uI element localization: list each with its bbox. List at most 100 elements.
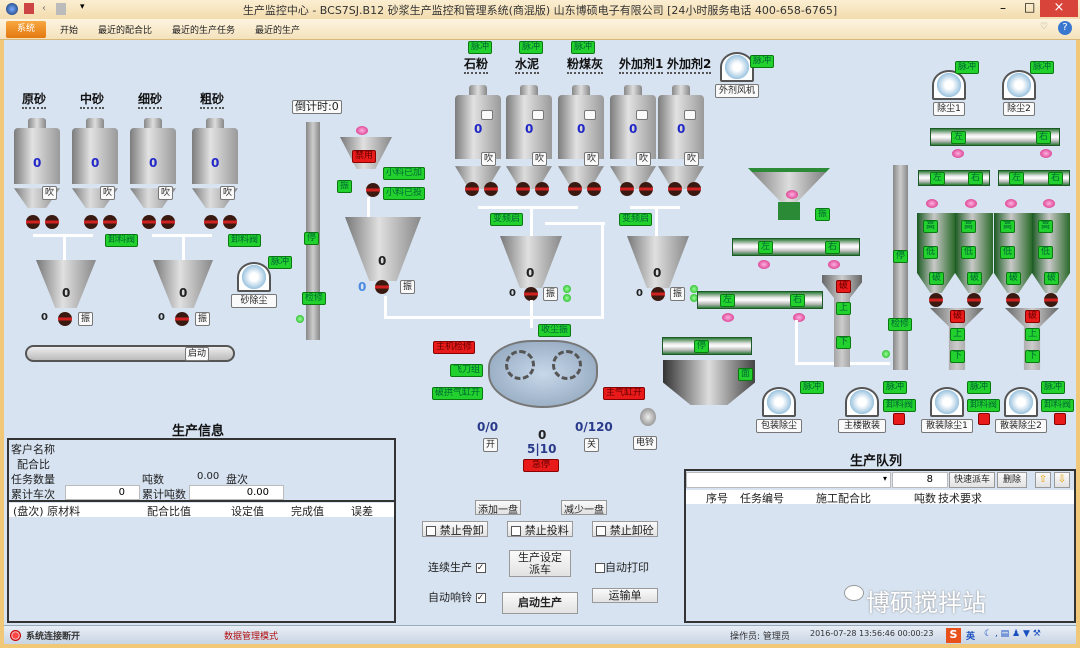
minimize-button[interactable]: – bbox=[1000, 1, 1006, 15]
valve-icon[interactable] bbox=[668, 182, 682, 196]
fly-knife-button[interactable]: 飞刀组 bbox=[450, 364, 484, 377]
col-error[interactable]: 误差 bbox=[351, 505, 373, 518]
ime-moon-icon[interactable]: ☾ ‚ ▤ ♟ ▼ ⚒ bbox=[984, 629, 1041, 639]
vibrate-button[interactable]: 振 bbox=[195, 312, 211, 326]
up-button[interactable]: 上 bbox=[950, 328, 966, 341]
valve-icon[interactable] bbox=[484, 182, 498, 196]
production-settings-button[interactable]: 生产设定派车 bbox=[509, 550, 571, 577]
pulse-button[interactable]: 脉冲 bbox=[571, 41, 596, 54]
pulse-button[interactable]: 脉冲 bbox=[519, 41, 544, 54]
valve-icon[interactable] bbox=[84, 215, 98, 229]
unload-valve-2[interactable]: 卸料阀 bbox=[228, 234, 262, 247]
valve-icon[interactable] bbox=[45, 215, 59, 229]
dust1-fan-icon[interactable] bbox=[932, 70, 966, 100]
ribbon-collapse-icon[interactable]: ♡ bbox=[1040, 22, 1049, 32]
blow-button[interactable]: 吹 bbox=[481, 152, 497, 166]
unload-valve[interactable]: 卸料阀 bbox=[883, 399, 917, 412]
move-up-icon[interactable]: ⇧ bbox=[1035, 472, 1051, 488]
valve-icon[interactable] bbox=[175, 312, 189, 326]
blow-button[interactable]: 吹 bbox=[100, 186, 116, 200]
queue-filter-select[interactable]: ▾ bbox=[686, 472, 891, 488]
break-button[interactable]: 破 bbox=[929, 272, 945, 285]
main-bulk-fan-icon[interactable] bbox=[845, 387, 879, 417]
right-button[interactable]: 右 bbox=[1048, 172, 1064, 185]
add-batch-button[interactable]: 添加一盘 bbox=[475, 500, 521, 516]
bulk-dust2-label[interactable]: 散装除尘2 bbox=[995, 419, 1047, 433]
pulse-button[interactable]: 脉冲 bbox=[1030, 61, 1055, 74]
belt-start-button[interactable]: 启动 bbox=[185, 347, 210, 361]
col-material[interactable]: (盘次) 原材料 bbox=[13, 505, 81, 518]
forbid-unload-checkbox[interactable]: 禁止卸砼 bbox=[592, 521, 658, 537]
forbid-feed-checkbox[interactable]: 禁止投料 bbox=[507, 521, 573, 537]
dust-vibrate-button[interactable]: 收尘振 bbox=[538, 324, 572, 337]
valve-icon[interactable] bbox=[366, 183, 380, 197]
pulse-button[interactable]: 脉冲 bbox=[883, 381, 908, 394]
right-button[interactable]: 右 bbox=[825, 241, 841, 254]
sand-dust-fan-icon[interactable] bbox=[237, 262, 271, 292]
elevator-stop[interactable]: 停 bbox=[893, 250, 909, 263]
bulk-dust1-fan-icon[interactable] bbox=[930, 387, 964, 417]
col-mix-value[interactable]: 配合比值 bbox=[147, 505, 191, 518]
undo-icon[interactable]: ‹ bbox=[42, 3, 46, 14]
pulse-button[interactable]: 脉冲 bbox=[268, 256, 293, 269]
continuous-production-checkbox[interactable]: 连续生产 ✓ bbox=[428, 559, 486, 575]
vibrate-button[interactable]: 振 bbox=[670, 287, 686, 301]
pack-dust-fan-icon[interactable] bbox=[762, 387, 796, 417]
pack-dust-label[interactable]: 包装除尘 bbox=[756, 419, 802, 433]
up-button[interactable]: 上 bbox=[836, 302, 852, 315]
elevator-stop[interactable]: 停 bbox=[304, 232, 320, 245]
freq-start-1[interactable]: 变频启 bbox=[490, 213, 524, 226]
right-button[interactable]: 右 bbox=[790, 294, 806, 307]
quick-access-icon[interactable] bbox=[24, 3, 34, 14]
valve-icon[interactable] bbox=[651, 287, 665, 301]
auto-bell-checkbox[interactable]: 自动响铃 ✓ bbox=[428, 589, 486, 605]
valve-icon[interactable] bbox=[26, 215, 40, 229]
left-button[interactable]: 左 bbox=[758, 241, 774, 254]
down-button[interactable]: 下 bbox=[950, 350, 966, 363]
valve-icon[interactable] bbox=[639, 182, 653, 196]
valve-icon[interactable] bbox=[142, 215, 156, 229]
left-button[interactable]: 左 bbox=[1009, 172, 1025, 185]
cum-tons-input[interactable]: 0.00 bbox=[189, 485, 284, 500]
vibrate-button[interactable]: 振 bbox=[400, 280, 416, 294]
open-button[interactable]: 开 bbox=[483, 438, 499, 452]
col-done-value[interactable]: 完成值 bbox=[291, 505, 324, 518]
tab-start[interactable]: 开始 bbox=[60, 26, 79, 36]
pulse-button[interactable]: 脉冲 bbox=[955, 61, 980, 74]
left-button[interactable]: 左 bbox=[951, 131, 967, 144]
up-button[interactable]: 上 bbox=[1025, 328, 1041, 341]
blow-button[interactable]: 吹 bbox=[220, 186, 236, 200]
valve-icon[interactable] bbox=[587, 182, 601, 196]
dust2-label[interactable]: 除尘2 bbox=[1003, 102, 1035, 116]
bell-button[interactable]: 电铃 bbox=[633, 436, 658, 450]
valve-icon[interactable] bbox=[967, 293, 981, 307]
pulse-button[interactable]: 脉冲 bbox=[750, 55, 775, 68]
additive-fan-fan-icon[interactable] bbox=[720, 52, 754, 82]
valve-icon[interactable] bbox=[161, 215, 175, 229]
system-menu-button[interactable]: 系统 bbox=[6, 21, 46, 38]
tab-recent-mix[interactable]: 最近的配合比 bbox=[98, 26, 153, 36]
right-button[interactable]: 右 bbox=[1036, 131, 1052, 144]
sand-dust-label[interactable]: 砂除尘 bbox=[231, 294, 277, 308]
customize-dropdown-icon[interactable]: ▾ bbox=[80, 2, 85, 12]
delete-button[interactable]: 删除 bbox=[997, 472, 1027, 488]
valve-icon[interactable] bbox=[929, 293, 943, 307]
blow-button[interactable]: 吹 bbox=[636, 152, 652, 166]
arch-cylinder-button[interactable]: 破拱气缸开 bbox=[432, 387, 484, 400]
reduce-batch-button[interactable]: 减少一盘 bbox=[561, 500, 607, 516]
break-button[interactable]: 破 bbox=[1006, 272, 1022, 285]
blow-button[interactable]: 吹 bbox=[584, 152, 600, 166]
valve-icon[interactable] bbox=[687, 182, 701, 196]
break-button[interactable]: 破 bbox=[967, 272, 983, 285]
down-button[interactable]: 下 bbox=[1025, 350, 1041, 363]
auto-print-checkbox[interactable]: 自动打印 bbox=[595, 559, 649, 575]
vibrate-button[interactable]: 振 bbox=[543, 287, 559, 301]
vibrate-button[interactable]: 振 bbox=[337, 180, 353, 193]
tab-recent-tasks[interactable]: 最近的生产任务 bbox=[172, 26, 236, 36]
close-mixer-button[interactable]: 关 bbox=[584, 438, 600, 452]
blow-button[interactable]: 吹 bbox=[684, 152, 700, 166]
bulk-dust1-label[interactable]: 散装除尘1 bbox=[921, 419, 973, 433]
surface-button[interactable]: 面 bbox=[738, 368, 754, 381]
valve-icon[interactable] bbox=[516, 182, 530, 196]
valve-icon[interactable] bbox=[58, 312, 72, 326]
